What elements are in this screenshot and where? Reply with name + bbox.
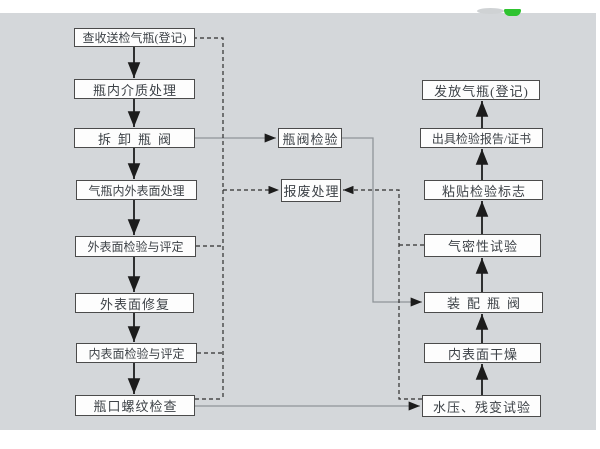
dashed-left-spine [193,37,224,399]
node-surface-treatment: 气瓶内外表面处理 [76,180,197,200]
node-internal-inspection: 内表面检验与评定 [76,343,197,363]
node-internal-medium-treatment: 瓶内介质处理 [74,79,195,99]
green-swoosh-icon [504,9,521,16]
node-scrap-disposal: 报废处理 [281,179,341,202]
node-external-repair: 外表面修复 [75,293,194,313]
node-hydraulic-test: 水压、残变试验 [422,395,541,417]
node-issue-cylinder-register: 发放气瓶(登记) [422,80,540,100]
node-remove-valve: 拆卸瓶阀 [74,128,195,148]
node-valve-inspection: 瓶阀检验 [278,128,342,148]
node-receive-register: 查收送检气瓶(登记) [74,28,195,47]
node-airtightness-test: 气密性试验 [424,234,541,257]
dashed-right-spine-into-scrap [343,185,422,400]
node-internal-drying: 内表面干燥 [424,343,541,363]
node-assemble-valve: 装配瓶阀 [424,292,543,313]
node-external-inspection: 外表面检验与评定 [75,236,196,257]
node-issue-report-certificate: 出具检验报告/证书 [420,128,543,148]
node-paste-inspection-mark: 粘贴检验标志 [424,180,543,200]
gray-smudge-mark [477,8,504,14]
node-neck-thread-check: 瓶口螺纹检查 [75,395,195,416]
arrow-valve-inspection-to-assemble-valve [342,137,422,307]
